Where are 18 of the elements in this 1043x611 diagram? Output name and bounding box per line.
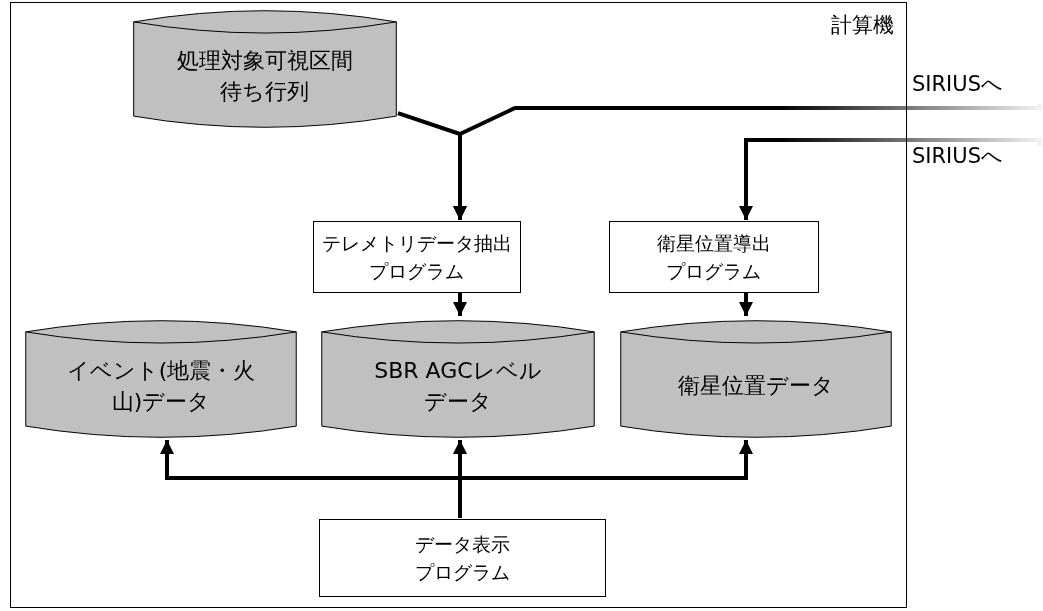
destination-label: SIRIUSへ: [912, 146, 1040, 176]
arrow: [739, 292, 753, 316]
node-label: イベント(地震・火山)データ: [65, 356, 257, 417]
node-label: テレメトリデータ抽出プログラム: [321, 230, 513, 284]
arrow: [458, 440, 753, 518]
program-box: [609, 221, 819, 293]
node-label: SBR AGCレベルデータ: [373, 356, 543, 417]
frame-label: 計算機: [831, 15, 894, 36]
arrow: [739, 138, 1042, 220]
node-label: データ表示プログラム: [414, 531, 511, 585]
arrow: [453, 292, 467, 316]
computer-frame: [10, 2, 907, 608]
program-box: [319, 519, 606, 597]
node-label: 衛星位置導出プログラム: [656, 230, 772, 284]
destination-label: SIRIUSへ: [912, 74, 1040, 104]
node-label: 処理対象可視区間待ち行列: [176, 46, 354, 107]
node-label: 衛星位置データ: [678, 372, 834, 401]
program-box: [313, 221, 521, 293]
